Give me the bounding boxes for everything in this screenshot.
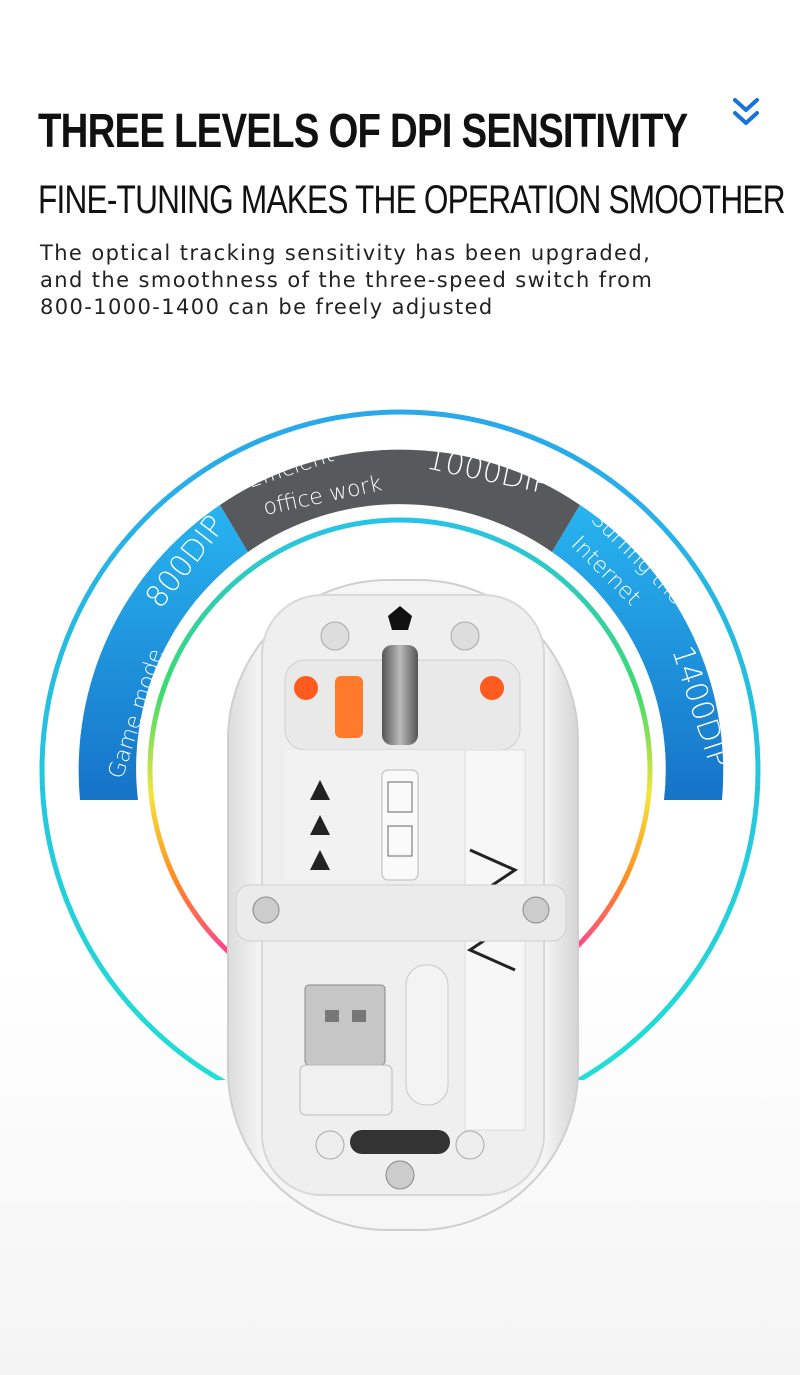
usb-receiver-body: [299, 1064, 393, 1116]
chevron-double-down-icon[interactable]: [726, 94, 766, 134]
arrow-mark-2: [310, 815, 330, 835]
mouse-underside-illustration: [227, 579, 579, 1231]
left-screw-top: [320, 621, 350, 651]
dpi-segment-800: [78, 505, 248, 800]
bottom-center-screw: [385, 1160, 415, 1190]
usb-receiver-connector: [304, 984, 386, 1066]
screw-band: [235, 884, 567, 942]
right-button-indicator: [480, 676, 504, 700]
bottom-right-screw: [455, 1130, 485, 1160]
arrow-mark-1: [310, 780, 330, 800]
dpi-button-cell-1: [387, 781, 413, 813]
dpi-button: [381, 769, 419, 881]
left-screw: [252, 896, 280, 924]
bottom-left-screw: [315, 1130, 345, 1160]
dpi-segment-1000: [220, 449, 580, 552]
usb-receiver-slot-2: [352, 1010, 366, 1022]
left-button-indicator: [294, 676, 318, 700]
right-screw: [522, 896, 550, 924]
dpi-button-cell-2: [387, 825, 413, 857]
dpi-segment-1400: [552, 505, 724, 800]
battery-slot: [405, 964, 449, 1106]
right-screw-top: [450, 621, 480, 651]
outer-ring: [39, 409, 761, 1080]
pointer-marker: [388, 606, 412, 630]
feature-description: The optical tracking sensitivity has bee…: [40, 240, 770, 321]
page-title: THREE LEVELS OF DPI SENSITIVITY: [38, 105, 688, 158]
usb-receiver-slot-1: [325, 1010, 339, 1022]
page-subtitle: FINE-TUNING MAKES THE OPERATION SMOOTHER: [38, 178, 786, 222]
sensor-housing: [350, 1130, 450, 1154]
dpi-ring-graphic: Game mode 800DIP Efficient office work 1…: [39, 409, 761, 1080]
description-line-2: and the smoothness of the three-speed sw…: [40, 268, 654, 292]
scroll-wheel: [382, 645, 418, 745]
description-line-3: 800-1000-1400 can be freely adjusted: [40, 295, 494, 319]
description-line-1: The optical tracking sensitivity has bee…: [40, 241, 652, 265]
orange-switch: [335, 676, 363, 738]
arrow-mark-3: [310, 850, 330, 870]
